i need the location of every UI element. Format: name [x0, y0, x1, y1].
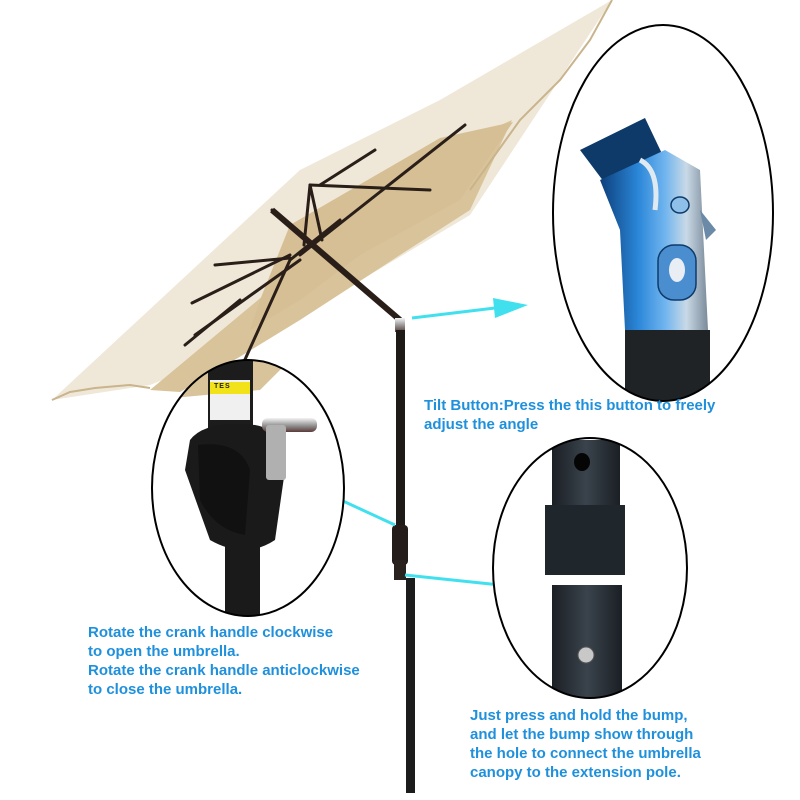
tilt-joint: [395, 318, 405, 332]
umbrella-pole: [270, 207, 415, 793]
crank-callout-outline: [151, 359, 345, 617]
caption-line: canopy to the extension pole.: [470, 764, 681, 781]
bump-button: [577, 646, 595, 664]
tilt-button-caption: Tilt Button:Press the this button to fre…: [424, 396, 715, 434]
sticker-text: TES: [214, 383, 231, 390]
caption-line: and let the bump show through: [470, 726, 694, 743]
lower-pole: [406, 578, 415, 793]
bump-callout-outline: [492, 437, 688, 699]
bump-connector-caption: Just press and hold the bump, and let th…: [470, 706, 701, 782]
caption-line: to open the umbrella.: [88, 643, 240, 660]
crank-housing-small: [392, 525, 408, 565]
caption-line: Rotate the crank handle clockwise: [88, 624, 334, 641]
caption-line: adjust the angle: [424, 416, 539, 433]
pole-connector-closeup: [492, 437, 688, 699]
crank-handle-caption: Rotate the crank handle clockwise to ope…: [88, 623, 360, 699]
caption-line: Just press and hold the bump,: [470, 707, 688, 724]
caption-line: the hole to connect the umbrella: [470, 745, 701, 762]
caption-line: Rotate the crank handle anticlockwise: [88, 662, 360, 679]
sticker-yellow: [210, 382, 250, 394]
tilt-button-closeup: [552, 24, 774, 402]
umbrella-canopy: [51, 0, 613, 401]
arrow-to-tilt: [411, 298, 528, 320]
crank-handle-closeup: [151, 359, 345, 617]
caption-line: to close the umbrella.: [88, 681, 243, 698]
tilt-callout-outline: [552, 24, 774, 402]
caption-line: Tilt Button:Press the this button to fre…: [424, 397, 716, 414]
